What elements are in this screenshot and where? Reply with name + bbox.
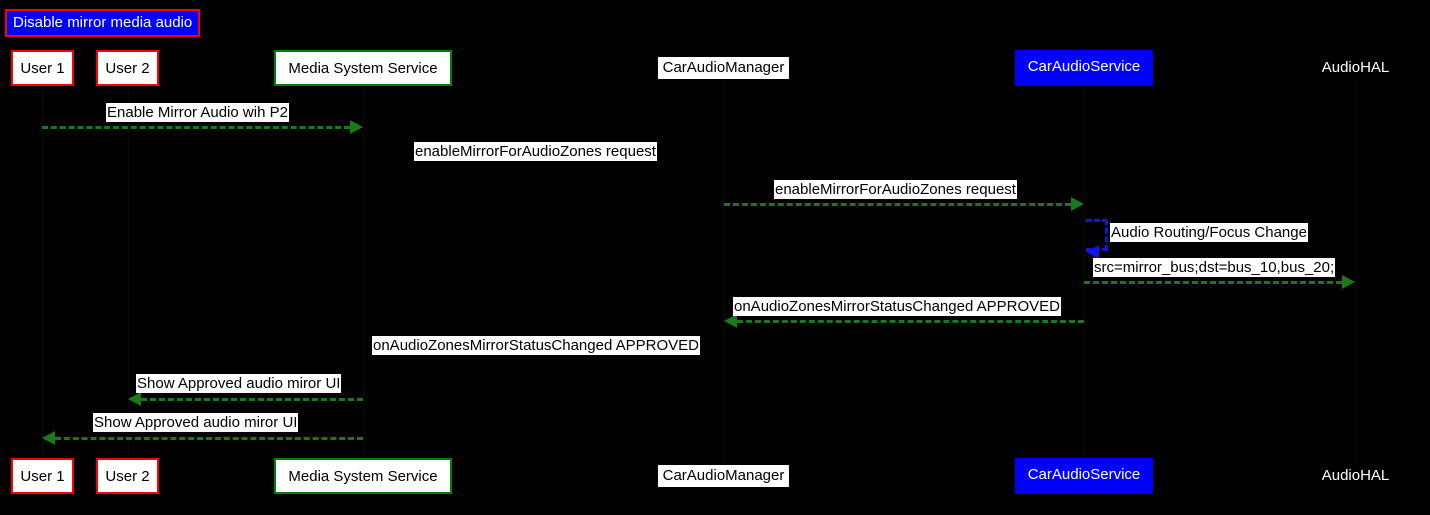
participant-car-audio-manager-top[interactable]: CarAudioManager — [658, 57, 789, 79]
message-label-enable-mirror-for-audio-zones-request-2: enableMirrorForAudioZones request — [774, 180, 1017, 199]
participant-car-audio-service-bottom[interactable]: CarAudioService — [1015, 458, 1153, 494]
message-label-show-approved-audio-miror-ui-user1: Show Approved audio miror UI — [93, 413, 299, 432]
participant-audio-hal-top[interactable]: AudioHAL — [1321, 59, 1390, 76]
arrowhead-right-icon — [1071, 197, 1084, 211]
lifeline-user1 — [42, 86, 43, 458]
participant-media-system-service-bottom[interactable]: Media System Service — [274, 458, 452, 494]
message-line — [42, 126, 350, 129]
arrowhead-left-icon — [724, 314, 737, 328]
lifeline-user2 — [128, 86, 129, 458]
arrowhead-left-icon — [1086, 245, 1099, 259]
message-line — [1084, 281, 1342, 284]
lifeline-audio-hal — [1355, 80, 1356, 464]
message-line — [737, 320, 1084, 323]
message-label-audio-routing-focus-change: Audio Routing/Focus Change — [1110, 223, 1308, 242]
participant-user2-top[interactable]: User 2 — [96, 50, 159, 86]
message-label-enable-mirror-for-audio-zones-request-1: enableMirrorForAudioZones request — [414, 142, 657, 161]
message-line — [141, 398, 363, 401]
diagram-title: Disable mirror media audio — [5, 9, 201, 37]
participant-audio-hal-bottom[interactable]: AudioHAL — [1321, 467, 1390, 484]
arrowhead-right-icon — [1342, 275, 1355, 289]
arrowhead-left-icon — [42, 431, 55, 445]
participant-car-audio-service-top[interactable]: CarAudioService — [1015, 50, 1153, 86]
message-label-enable-mirror-audio-wih-p2: Enable Mirror Audio wih P2 — [106, 103, 289, 122]
message-label-on-audio-zones-mirror-status-changed-approved-1: onAudioZonesMirrorStatusChanged APPROVED — [733, 297, 1062, 316]
message-label-show-approved-audio-miror-ui-user2: Show Approved audio miror UI — [136, 374, 342, 393]
participant-car-audio-manager-bottom[interactable]: CarAudioManager — [658, 465, 789, 487]
arrowhead-right-icon — [350, 120, 363, 134]
lifeline-car-audio-manager — [724, 80, 725, 464]
participant-user1-bottom[interactable]: User 1 — [11, 458, 74, 494]
message-label-src-mirror-bus-dst-bus10-bus20: src=mirror_bus;dst=bus_10,bus_20; — [1093, 258, 1336, 277]
lifeline-car-audio-service — [1084, 86, 1085, 458]
arrowhead-left-icon — [128, 392, 141, 406]
participant-user2-bottom[interactable]: User 2 — [96, 458, 159, 494]
participant-media-system-service-top[interactable]: Media System Service — [274, 50, 452, 86]
lifeline-media-system-service — [363, 86, 364, 458]
message-line — [55, 437, 363, 440]
participant-user1-top[interactable]: User 1 — [11, 50, 74, 86]
message-label-on-audio-zones-mirror-status-changed-approved-2: onAudioZonesMirrorStatusChanged APPROVED — [372, 336, 701, 355]
message-line — [724, 203, 1071, 206]
